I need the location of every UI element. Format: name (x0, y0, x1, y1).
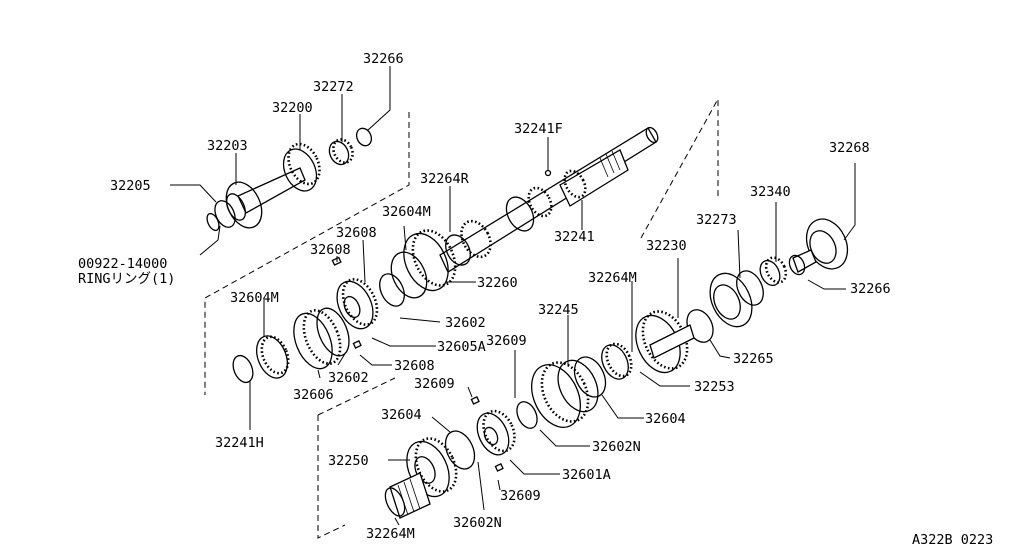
dashed-group-outline-upper (204, 112, 410, 395)
diagram-code: A322B 0223 (912, 532, 993, 548)
label-32602n-lower: 32602N (453, 515, 502, 531)
gear-32230 (635, 310, 695, 374)
label-32241h: 32241H (215, 435, 264, 451)
shifting-insert-32608 (331, 256, 362, 349)
label-32609-top: 32609 (486, 333, 527, 349)
label-32602n-right: 32602N (592, 439, 641, 455)
snap-ring-32241h (232, 354, 254, 384)
label-32241f: 32241F (514, 121, 563, 137)
label-32340: 32340 (750, 184, 791, 200)
snap-ring-32602-upper (379, 273, 405, 307)
needle-bearing-32272 (328, 138, 354, 166)
leader-lines (170, 66, 856, 526)
synchronizer-hub-32605a (336, 278, 379, 330)
label-32253: 32253 (694, 379, 735, 395)
label-32264r: 32264R (420, 171, 470, 187)
label-32245: 32245 (538, 302, 579, 318)
baulk-ring-32604-right (573, 356, 607, 398)
label-32272: 32272 (313, 79, 354, 95)
label-32604m-upper: 32604M (382, 204, 431, 220)
label-32230: 32230 (646, 238, 687, 254)
label-32602-left: 32602 (328, 370, 369, 386)
coupling-sleeve-32606 (293, 307, 350, 370)
label-32266-right: 32266 (850, 281, 891, 297)
gear-32245 (531, 359, 599, 428)
ring-32266-right (788, 249, 817, 276)
label-32606: 32606 (293, 387, 334, 403)
baulk-ring-32604m-upper (390, 251, 428, 299)
label-32602-upper: 32602 (445, 315, 486, 331)
dashed-group-outline-lower (317, 415, 346, 539)
label-32265: 32265 (733, 351, 774, 367)
label-32250: 32250 (328, 453, 369, 469)
clutch-ring-32273 (709, 270, 764, 328)
shifting-key-32609 (470, 396, 504, 472)
label-32604m-left: 32604M (230, 290, 279, 306)
label-32264m-lower: 32264M (366, 526, 415, 542)
synchronizer-hub-32601a (476, 409, 516, 456)
dashed-group-outline-lower-top (317, 377, 396, 416)
snap-ring-32602n-right (516, 401, 538, 429)
baulk-ring-32604m-left (255, 335, 290, 379)
dashed-group-outline-right (640, 97, 719, 239)
label-32260: 32260 (477, 275, 518, 291)
label-32609-bottom: 32609 (500, 488, 541, 504)
needle-bearing-32340 (759, 256, 788, 287)
label-ring-qty: RINGリング(1) (78, 271, 175, 287)
label-32241: 32241 (554, 229, 595, 245)
label-32608-upper-b: 32608 (310, 242, 351, 258)
ring-32266-top (355, 127, 373, 147)
baulk-ring-32604-lower (444, 430, 476, 470)
label-32608-upper-a: 32608 (336, 225, 377, 241)
needle-bearing-32264m-lower (384, 472, 431, 519)
mainshaft-assembly (439, 126, 659, 273)
ball-32241f (544, 169, 552, 177)
label-32200: 32200 (272, 100, 313, 116)
label-32205: 32205 (110, 178, 151, 194)
label-32264m-right: 32264M (588, 270, 637, 286)
label-32609-mid: 32609 (414, 376, 455, 392)
label-32608-lower: 32608 (394, 358, 435, 374)
label-32605a: 32605A (437, 339, 486, 355)
label-32604-right: 32604 (645, 411, 686, 427)
label-32268: 32268 (829, 140, 870, 156)
label-32601a: 32601A (562, 467, 611, 483)
label-32266-top: 32266 (363, 51, 404, 67)
spacer-32253 (601, 342, 633, 380)
label-32604-lower: 32604 (381, 407, 422, 423)
gear-32260 (403, 229, 457, 292)
label-32203: 32203 (207, 138, 248, 154)
label-00922-14000: 00922-14000 (78, 256, 167, 272)
input-shaft-assembly (206, 142, 321, 232)
label-32273: 32273 (696, 212, 737, 228)
part-number-labels: 32266 32272 32200 32203 32205 00922-1400… (78, 51, 993, 548)
